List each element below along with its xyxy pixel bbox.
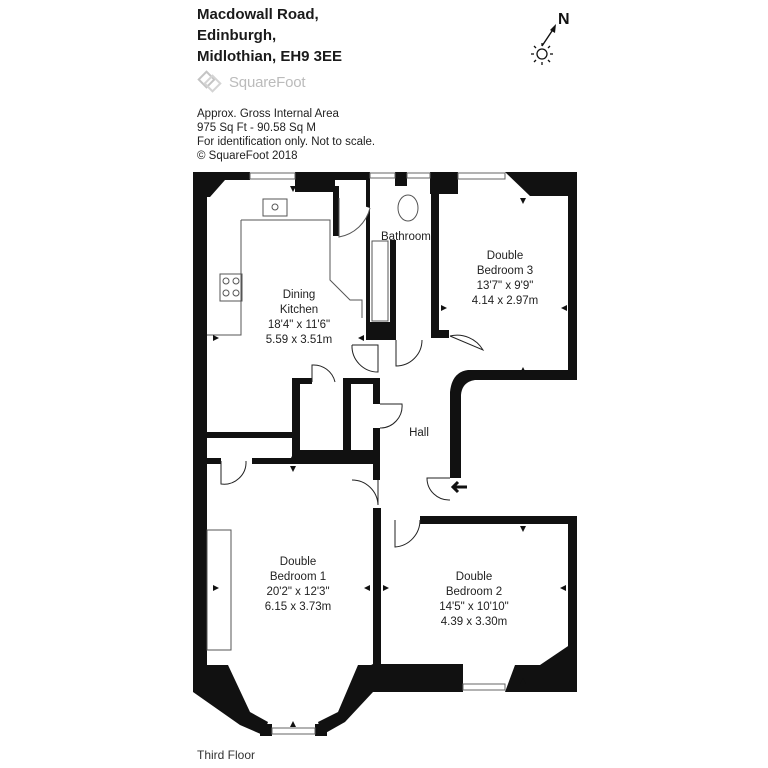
sink-drain-icon (271, 203, 279, 211)
room-label-bed1-2: Bedroom 1 (270, 571, 326, 583)
room-label-bed3-2: Bedroom 3 (477, 265, 533, 277)
wall-bed3-left-foot (431, 330, 449, 338)
window-bath-left (369, 172, 396, 179)
entrance-arrow-icon (450, 480, 467, 494)
wall-bay-right (318, 665, 373, 735)
logo-wordmark: SquareFoot (229, 73, 306, 91)
wall-store-top-b (343, 378, 378, 384)
area-value: 975 Sq Ft - 90.58 Sq M (197, 122, 316, 134)
wall-store-mid (343, 380, 351, 458)
room-dim-bed2-imperial: 14'5" x 10'10" (439, 601, 508, 613)
door-hall-cupboard (379, 403, 403, 429)
door-entrance (426, 477, 451, 501)
address-line-1: Macdowall Road, (197, 6, 319, 23)
doors (220, 334, 485, 548)
wall-bay-pier-left (260, 724, 272, 736)
wall-bed1-bed2 (373, 508, 381, 670)
wall-right-bed3 (568, 172, 577, 378)
door-kitchen (351, 344, 379, 373)
room-dim-bed2-metric: 4.39 x 3.30m (441, 616, 507, 628)
room-label-bed2-1: Double (456, 571, 492, 583)
north-label: N (558, 11, 570, 28)
wall-left (193, 172, 207, 670)
room-label-bathroom: Bathroom (381, 231, 431, 243)
room-dim-bed3-imperial: 13'7" x 9'9" (477, 280, 534, 292)
squarefoot-logo: SquareFoot (197, 70, 306, 94)
wall-top-left (193, 172, 250, 197)
bathtub-icon (371, 240, 389, 322)
copyright: © SquareFoot 2018 (197, 150, 298, 162)
hob-icon (219, 273, 243, 302)
shower-tray-icon (338, 198, 371, 238)
door-bed1 (351, 479, 379, 506)
wall-hall-left-upper (373, 378, 380, 404)
wall-bath-bottom-left (366, 322, 394, 340)
window-bed2 (462, 683, 506, 691)
dimension-markers (213, 186, 567, 727)
window-bed3 (457, 172, 506, 180)
wall-bath-tub-left (366, 180, 370, 325)
wall-bay-left (193, 665, 268, 735)
sun-icon (531, 43, 553, 65)
disclaimer: For identification only. Not to scale. (197, 136, 376, 148)
squarefoot-logo-icon (197, 70, 222, 93)
room-label-hall: Hall (409, 427, 429, 439)
room-dim-kitchen-metric: 5.59 x 3.51m (266, 334, 332, 346)
room-label-bed2-2: Bedroom 2 (446, 586, 502, 598)
wall-bed2-top (420, 516, 577, 524)
wall-bed1-top-a (207, 458, 221, 464)
door-bed3 (449, 334, 485, 352)
wall-right-bed2 (568, 516, 577, 692)
wall-bed3-left (431, 186, 439, 336)
kitchen-counter (207, 219, 363, 336)
door-store (311, 364, 336, 383)
wall-bed2-bottom-left (358, 664, 463, 692)
wall-store-left (292, 380, 300, 458)
north-arrow-icon (541, 24, 556, 47)
wall-bed3-bottom-curve (450, 370, 577, 478)
wall-bed2-bottom-right (505, 640, 577, 692)
address-line-3: Midlothian, EH9 3EE (197, 48, 343, 65)
room-label-kitchen-1: Dining (283, 289, 316, 301)
room-label-kitchen-2: Kitchen (280, 304, 318, 316)
room-label-bed3-1: Double (487, 250, 523, 262)
area-info: Approx. Gross Internal Area 975 Sq Ft - … (197, 107, 375, 163)
area-label: Approx. Gross Internal Area (197, 108, 339, 120)
walls (193, 172, 577, 736)
wall-kitchen-bed1 (207, 432, 292, 438)
wall-top-bath-mid (395, 172, 407, 186)
door-bath (395, 339, 423, 367)
wall-top-right (505, 172, 576, 196)
windows (249, 172, 506, 735)
wall-store-top-a (292, 378, 312, 384)
wall-top-mid (295, 172, 335, 192)
window-bath-right (406, 172, 431, 179)
wall-top-bath-left (335, 172, 370, 180)
door-bed2 (394, 519, 421, 548)
window-bed1-bay (271, 727, 316, 735)
fixtures (206, 194, 419, 651)
bed1-alcove (206, 529, 232, 651)
door-bed1-cupboard (220, 460, 247, 485)
toilet-icon (397, 194, 419, 222)
wall-store-bottom (292, 450, 380, 458)
room-dim-bed1-metric: 6.15 x 3.73m (265, 601, 331, 613)
compass: N (520, 4, 590, 79)
wall-bath-left-upper (333, 186, 339, 236)
wall-hall-left-mid (373, 428, 380, 480)
room-dim-kitchen-imperial: 18'4" x 11'6" (268, 319, 330, 331)
floor-label: Third Floor (197, 748, 256, 762)
property-address: Macdowall Road, Edinburgh, Midlothian, E… (197, 4, 342, 67)
room-label-bed1-1: Double (280, 556, 316, 568)
room-dim-bed3-metric: 4.14 x 2.97m (472, 295, 538, 307)
window-kitchen (249, 172, 296, 180)
address-line-2: Edinburgh, (197, 27, 277, 44)
wall-bed1-top-b (252, 458, 380, 464)
wall-bay-pier-right (315, 724, 327, 736)
room-dim-bed1-imperial: 20'2" x 12'3" (266, 586, 329, 598)
wall-bath-tub-right (390, 240, 396, 340)
